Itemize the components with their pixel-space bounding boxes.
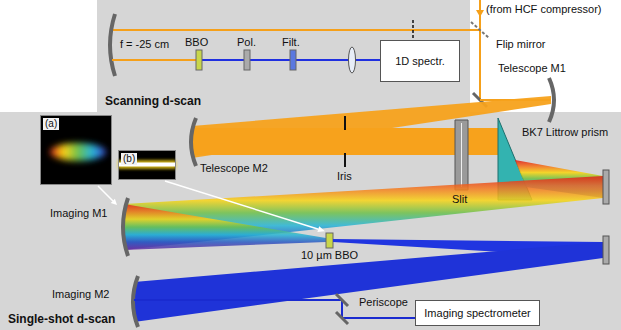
spectrometer-box: 1D spectr.: [380, 40, 460, 82]
box-label: Imaging spectrometer: [424, 307, 530, 320]
part-label: 10 µm BBO: [300, 249, 359, 262]
concave-mirror: [110, 14, 115, 76]
beam-arrowhead: [476, 10, 484, 17]
periscope-mirror: [336, 294, 348, 306]
box-label: 1D spectr.: [395, 55, 445, 68]
iris: [344, 116, 346, 130]
panel-ground: [97, 0, 470, 112]
setup-panel: 1D spectr. Scanning d-scan: [97, 0, 470, 112]
orange-beam: [112, 29, 480, 31]
filter: [290, 50, 296, 70]
pointer-line: [165, 181, 319, 229]
part-label: BBO: [185, 36, 208, 49]
collimated-beam: [192, 128, 498, 155]
expanding-beam: [192, 96, 551, 158]
inset-ground: [40, 115, 112, 185]
iris: [344, 153, 346, 167]
spectrum-image: [50, 143, 106, 161]
inset-image: (a): [40, 115, 112, 185]
part-label: Filt.: [282, 36, 300, 49]
lens: [349, 47, 356, 73]
bbo-crystal: [196, 50, 202, 70]
concave-mirror: [549, 78, 554, 122]
concave-mirror: [123, 198, 128, 256]
part-label: BK7 Littrow prism: [522, 126, 608, 139]
part-label: Telescope M2: [200, 162, 268, 175]
part-label: Flip mirror: [496, 38, 546, 51]
inset-image: (b): [118, 150, 176, 180]
inset-ground: [118, 150, 176, 180]
periscope-mirror: [336, 312, 348, 324]
orange-beam: [112, 59, 196, 61]
spectrometer-box: Imaging spectrometer: [415, 300, 540, 326]
concave-mirror: [133, 276, 138, 327]
slit: [455, 120, 468, 190]
pointer-head: [317, 226, 325, 232]
pointer-line: [98, 186, 113, 201]
part-label: Imaging M1: [50, 207, 107, 220]
inset-letter: (b): [121, 153, 137, 165]
part-label: (from HCF compressor): [486, 3, 602, 16]
panel-heading: Single-shot d-scan: [8, 312, 115, 326]
inset-letter: (a): [43, 118, 59, 130]
part-label: Periscope: [358, 296, 409, 309]
part-label: Slit: [452, 193, 467, 206]
aperture-mark: [412, 20, 414, 40]
panel-heading: Scanning d-scan: [105, 94, 201, 108]
panel-ground: [0, 112, 621, 330]
part-label: Pol.: [237, 36, 256, 49]
part-label: Telescope M1: [498, 62, 566, 75]
part-label: Iris: [337, 170, 352, 183]
part-label: Imaging M2: [52, 288, 109, 301]
flat-mirror: [603, 236, 609, 264]
dispersed-beam: [124, 176, 603, 250]
focused-beam: [124, 204, 326, 250]
flip-mirror: [471, 22, 489, 38]
pointer-head: [111, 199, 117, 205]
polarizer: [244, 50, 250, 70]
part-label: f = -25 cm: [120, 38, 169, 51]
flat-mirror: [603, 170, 609, 204]
bbo-crystal: [326, 233, 333, 248]
concave-mirror: [191, 118, 196, 166]
slit-opening: [461, 123, 462, 187]
